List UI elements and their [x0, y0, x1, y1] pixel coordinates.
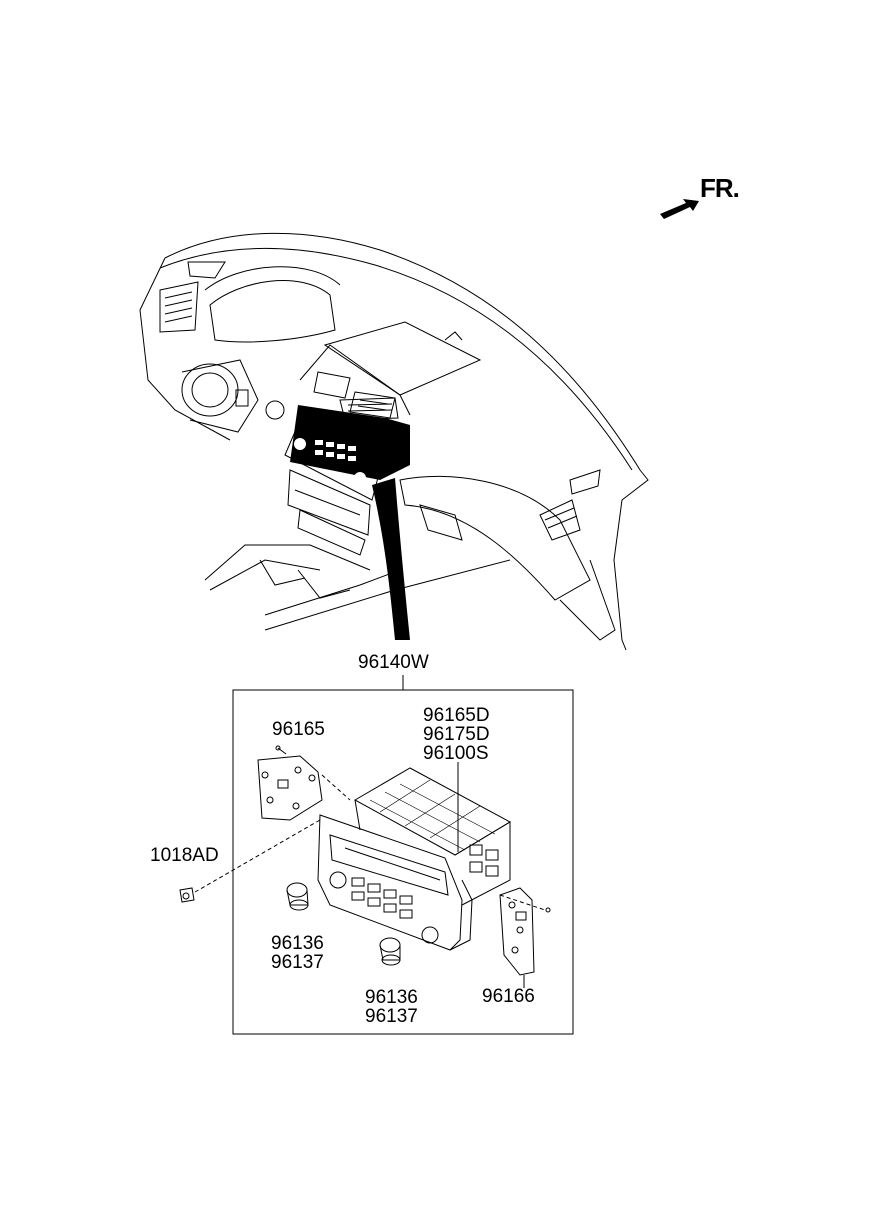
callout-96165: 96165	[272, 719, 325, 740]
callout-1018ad: 1018AD	[150, 845, 219, 866]
exploded-radio-parts	[179, 745, 551, 988]
radio-in-dash	[290, 397, 410, 484]
callout-knob-left-1: 96136	[271, 933, 324, 954]
callout-knob-right-2: 96137	[365, 1006, 418, 1027]
callout-96140w: 96140W	[358, 652, 429, 673]
callout-knob-left-2: 96137	[271, 952, 324, 973]
callout-knob-right-1: 96136	[365, 987, 418, 1008]
leader-swoosh	[372, 478, 410, 640]
callout-96166: 96166	[482, 986, 535, 1007]
callout-deck-line-2: 96175D	[423, 724, 490, 745]
front-arrow-icon	[660, 199, 699, 219]
callout-deck-line-1: 96165D	[423, 705, 490, 726]
assembly-box	[232, 689, 574, 1035]
callout-deck-line-3: 96100S	[423, 743, 489, 764]
front-label: FR.	[700, 173, 740, 203]
